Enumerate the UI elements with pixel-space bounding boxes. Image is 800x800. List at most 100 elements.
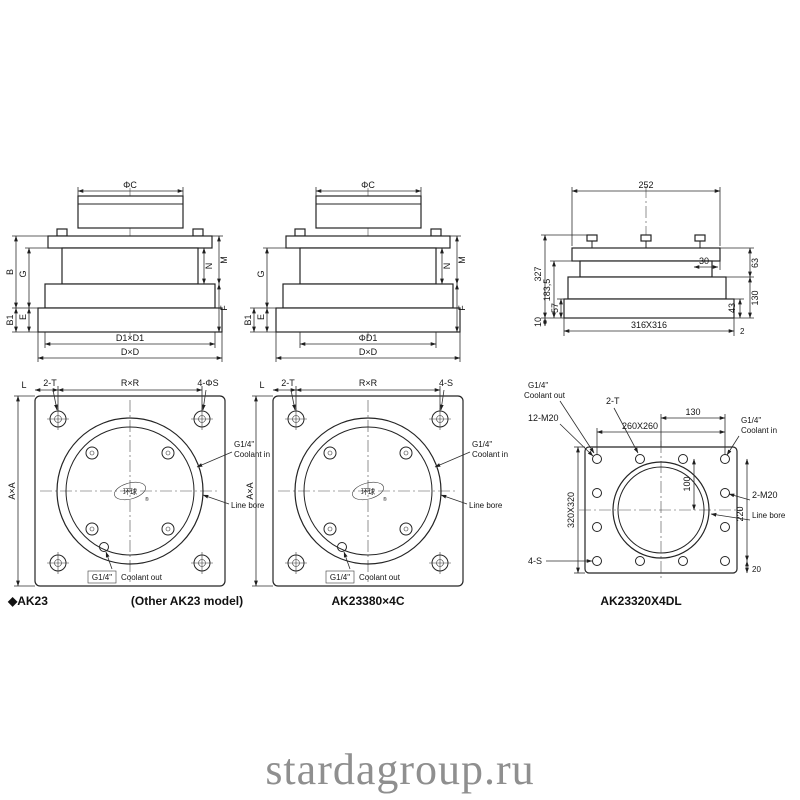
callout-4s: 4-ΦS (197, 378, 219, 411)
dim-label-63: 63 (750, 258, 760, 268)
dim-label-20: 20 (752, 565, 761, 574)
callout-12-m20: 12-M20 (528, 413, 594, 457)
dim-label-axa: A×A (245, 482, 255, 499)
dim-43: 43 (727, 298, 744, 319)
ak23320-side-view (563, 186, 735, 324)
top-bolts (586, 234, 706, 248)
callout-coolant-in: G1/4" Coolant in (726, 416, 777, 456)
callout-2-m20: 2-M20 (728, 490, 778, 501)
ak23380-side-dimensions: ΦC G E B1 N M F (243, 180, 467, 362)
coolant-in-label: Coolant in (741, 426, 777, 435)
ak23380-plan-dimensions: L 2-T R×R 4-S A×A G1/4" Coolant in (245, 378, 508, 587)
dim-label-b1: B1 (243, 314, 253, 325)
registered-mark: ® (145, 496, 149, 503)
coolant-in-thread: G1/4" (472, 440, 492, 449)
dim-label-l: L (259, 380, 264, 390)
ak23320-side-dimensions: 252 327 183,5 57 10 30 (533, 180, 760, 336)
dim-b1: B1 (243, 307, 276, 333)
bolt-holes-12-m20 (592, 454, 730, 566)
ak23320-plan-view (579, 441, 743, 579)
dim-label-100: 100 (682, 476, 692, 491)
dim-l: L (21, 380, 59, 392)
dim-label-316x316: 316X316 (631, 320, 667, 330)
dim-100: 100 (682, 458, 696, 511)
dim-130: 130 (734, 276, 760, 319)
dim-label-30: 30 (699, 256, 709, 266)
ak23380-side-view (275, 188, 461, 338)
brand-logo: 环球 ® (114, 481, 149, 503)
dim-label-phi-d1: ΦD1 (359, 333, 378, 343)
caption-ak23320-model: AK23320X4DL (600, 594, 682, 608)
dim-label-b: B (5, 269, 15, 275)
coolant-in-label: Coolant in (472, 450, 508, 459)
flange-bolt-holes (323, 446, 413, 552)
dim-n: N (440, 247, 452, 285)
dim-label-n: N (442, 263, 452, 270)
dim-phi-c: ΦC (315, 180, 422, 196)
coolant-out-thread: G1/4" (528, 381, 548, 390)
callout-coolant-in: G1/4" Coolant in (434, 440, 508, 468)
callout-2t: 2-T (281, 378, 296, 411)
brand-logo-text: 环球 (123, 487, 137, 496)
dim-phi-d1: ΦD1 (299, 332, 437, 348)
coolant-out-thread: G1/4" (92, 573, 112, 582)
dim-l: L (259, 380, 297, 392)
coolant-out-label: Coolant out (524, 391, 566, 400)
dim-axa: A×A (7, 395, 35, 587)
ak23320-plan-dimensions: G1/4" Coolant out 2-T 12-M20 130 260X260… (524, 381, 786, 574)
dim-label-57: 57 (550, 303, 560, 313)
site-watermark: stardagroup.ru (265, 745, 535, 794)
coolant-out-thread: G1/4" (330, 573, 350, 582)
callout-coolant-out: G1/4" Coolant out (524, 381, 595, 454)
dim-label-252: 252 (638, 180, 653, 190)
callout-label-4s: 4-ΦS (197, 378, 218, 388)
dim-label-183-5: 183,5 (542, 279, 552, 302)
dim-label-rxr: R×R (359, 378, 378, 388)
dim-260x260: 260X260 (596, 421, 726, 455)
coolant-out-label: Coolant out (121, 573, 163, 582)
dim-label-e: E (256, 314, 266, 320)
callout-2t: 2-T (43, 378, 58, 411)
coolant-in-thread: G1/4" (741, 416, 761, 425)
ak23-plan-dimensions: L 2-T R×R 4-ΦS A×A G1/4" Coolant in (7, 378, 270, 587)
dim-m: M (212, 235, 229, 285)
dim-label-m: M (457, 256, 467, 264)
dim-phi-c: ΦC (77, 180, 184, 196)
dim-label-e: E (18, 314, 28, 320)
callout-line-bore: Line bore (202, 494, 265, 510)
line-bore-label: Line bore (752, 511, 786, 520)
dim-63: 63 (720, 247, 760, 278)
dim-b: B (5, 235, 48, 309)
dim-20: 20 (745, 560, 761, 574)
dim-label-130-plan: 130 (685, 407, 700, 417)
dim-320x320: 320X320 (566, 446, 585, 574)
dim-axa: A×A (245, 395, 273, 587)
dim-dxd: D×D (37, 332, 223, 362)
ak23-plan-view: 环球 ® (34, 395, 226, 587)
dim-label-g: G (18, 270, 28, 277)
dim-316x316: 316X316 (563, 318, 735, 336)
dim-label-320x320: 320X320 (566, 492, 576, 528)
callout-label-2t: 2-T (43, 378, 57, 388)
callout-coolant-out: G1/4" Coolant out (87, 551, 163, 584)
coolant-in-label: Coolant in (234, 450, 270, 459)
flange-bolt-holes (85, 446, 175, 552)
dim-label-g: G (256, 270, 266, 277)
dim-e: E (256, 307, 269, 333)
dim-30: 30 (693, 256, 721, 270)
ak23-side-dimensions: ΦC B B1 G E N M (5, 180, 229, 362)
dim-label-f: F (219, 305, 229, 311)
brand-logo-text: 环球 (361, 487, 375, 496)
line-bore-label: Line bore (469, 501, 503, 510)
callout-label-12-m20: 12-M20 (528, 413, 559, 423)
callout-label-2t: 2-T (606, 396, 620, 406)
dim-label-d1xd1: D1×D1 (116, 333, 144, 343)
dim-label-327: 327 (533, 266, 543, 281)
callout-line-bore: Line bore (710, 511, 786, 521)
coolant-out-label: Coolant out (359, 573, 401, 582)
dim-e: E (18, 307, 31, 333)
dim-label-f: F (457, 305, 467, 311)
dim-label-dxd: D×D (121, 347, 140, 357)
registered-mark: ® (383, 496, 387, 503)
dim-d1xd1: D1×D1 (44, 332, 216, 348)
